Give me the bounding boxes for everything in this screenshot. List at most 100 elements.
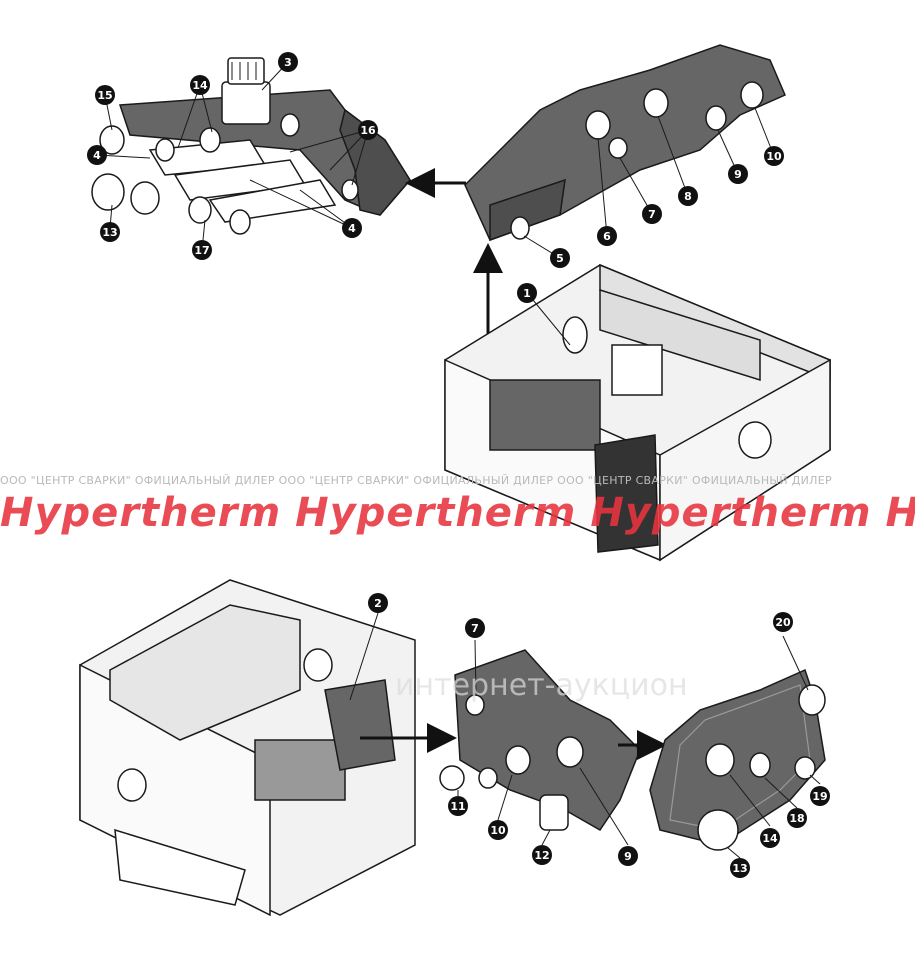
callout-18: 18: [787, 808, 807, 828]
callout-circle: [764, 146, 784, 166]
fitting: [556, 736, 584, 768]
callout-circle: [488, 820, 508, 840]
callout-circle: [597, 226, 617, 246]
callout-circle: [100, 222, 120, 242]
enclosure-right-wall: [659, 358, 831, 562]
fitting: [643, 88, 669, 118]
port: [117, 768, 147, 802]
callout-14: 14: [760, 828, 780, 848]
callout-circle: [760, 828, 780, 848]
callout-6: 6: [597, 226, 617, 246]
watermark-auction-text: интернет-аукцион: [395, 668, 688, 703]
callout-number: 6: [603, 230, 611, 243]
watermark-brand-word: Hypertherm: [886, 490, 915, 536]
fitting: [697, 809, 739, 851]
callout-number: 7: [648, 208, 656, 221]
callout-9: 9: [728, 164, 748, 184]
callout-number: 16: [360, 124, 376, 137]
callout-12: 12: [532, 845, 552, 865]
fitting: [341, 179, 359, 201]
callout-circle: [192, 240, 212, 260]
callout-number: 9: [734, 168, 742, 181]
callout-circle: [730, 858, 750, 878]
watermark-brand-word: Hypertherm: [295, 490, 577, 536]
callout-8: 8: [678, 186, 698, 206]
callout-circle: [532, 845, 552, 865]
valve-cluster: [254, 739, 346, 801]
callout-circle: [87, 145, 107, 165]
fitting: [155, 138, 175, 162]
callout-11: 11: [448, 796, 468, 816]
fitting: [91, 173, 125, 211]
callout-circle: [448, 796, 468, 816]
watermark-dealer-text: ООО "ЦЕНТР СВАРКИ" ОФИЦИАЛЬНЫЙ ДИЛЕР ООО…: [0, 474, 832, 487]
callout-circle: [642, 204, 662, 224]
callout-4: 4: [87, 145, 107, 165]
external-manifold: [114, 828, 246, 906]
callout-number: 18: [789, 812, 804, 825]
callout-7: 7: [642, 204, 662, 224]
callout-19: 19: [810, 786, 830, 806]
callout-number: 9: [624, 850, 632, 863]
callout-number: 2: [374, 597, 382, 610]
filter-grille: [594, 434, 659, 553]
rear-panel-block: [439, 639, 641, 846]
manifold-block: [324, 679, 396, 771]
callout-number: 10: [766, 150, 782, 163]
callout-10: 10: [764, 146, 784, 166]
fitting: [798, 684, 826, 716]
watermark-brand-word: Hypertherm: [590, 490, 872, 536]
callout-15: 15: [95, 85, 115, 105]
callout-14: 14: [190, 75, 210, 95]
enclosure-rear-view: [79, 579, 416, 917]
callout-circle: [342, 218, 362, 238]
callout-number: 14: [762, 832, 778, 845]
callout-17: 17: [192, 240, 212, 260]
callout-circle: [787, 808, 807, 828]
watermark-brand-word: Hypertherm: [0, 490, 282, 536]
fitting: [794, 756, 816, 780]
callout-16: 16: [358, 120, 378, 140]
callout-number: 12: [534, 849, 549, 862]
callout-number: 17: [194, 244, 209, 257]
callout-13: 13: [100, 222, 120, 242]
callout-number: 13: [732, 862, 747, 875]
callout-circle: [773, 612, 793, 632]
fitting: [130, 181, 160, 215]
callout-circle: [810, 786, 830, 806]
fitting: [749, 752, 771, 778]
fitting: [705, 743, 735, 777]
callout-number: 15: [97, 89, 112, 102]
fitting: [478, 767, 498, 789]
regulator-block: [611, 344, 663, 396]
internal-panel: [599, 288, 761, 382]
fitting: [505, 745, 531, 775]
fitting: [608, 137, 628, 159]
callout-circle: [190, 75, 210, 95]
callout-20: 20: [773, 612, 793, 632]
callout-number: 1: [523, 287, 531, 300]
watermark-brand: Hypertherm Hypertherm Hypertherm Hypertherm: [0, 490, 915, 536]
manifold-assembly: [91, 57, 411, 251]
port: [562, 316, 588, 354]
regulator-body: [221, 81, 271, 125]
callout-13: 13: [730, 858, 750, 878]
callout-circle: [517, 283, 537, 303]
fitting: [585, 110, 611, 140]
callout-7: 7: [465, 618, 485, 638]
fitting: [465, 694, 485, 716]
callout-number: 4: [93, 149, 101, 162]
callout-circle: [95, 85, 115, 105]
fitting: [740, 81, 764, 109]
callout-10: 10: [488, 820, 508, 840]
callout-circle: [368, 593, 388, 613]
callout-1: 1: [517, 283, 537, 303]
rear-panel: [649, 668, 826, 846]
callout-4: 4: [342, 218, 362, 238]
callout-number: 19: [812, 790, 827, 803]
port: [303, 648, 333, 682]
internal-panel: [109, 604, 301, 741]
